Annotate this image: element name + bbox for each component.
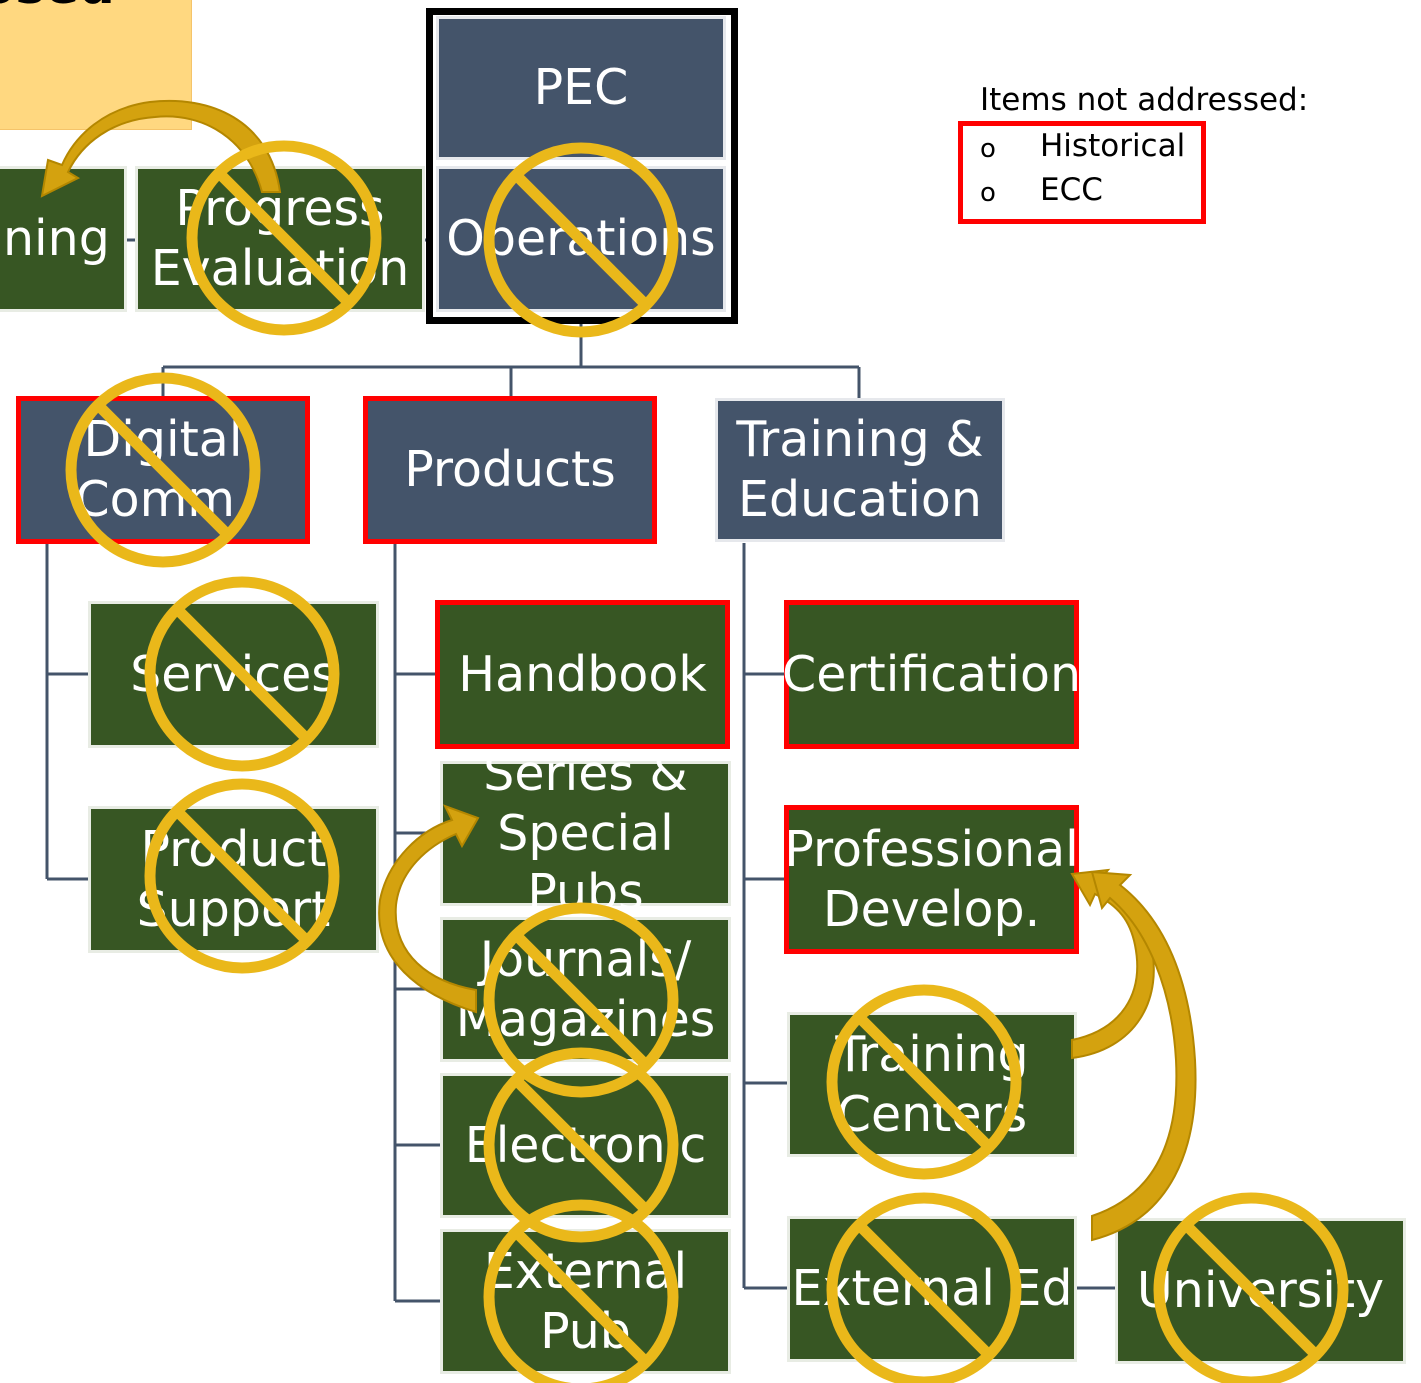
legend-item-ecc: ECC: [1040, 172, 1103, 208]
node-professional-develop[interactable]: Professional Develop.: [784, 805, 1079, 954]
node-handbook[interactable]: Handbook: [435, 600, 730, 749]
arrow-external-ed-to-professional: [1090, 870, 1197, 1242]
node-certification[interactable]: Certification: [782, 600, 1081, 749]
arrow-progress-to-planning: [40, 99, 282, 198]
node-services[interactable]: Services: [88, 601, 379, 748]
legend-item-historical: Historical: [1040, 128, 1186, 164]
proposed-banner-text: osed: [0, 0, 115, 15]
no-sign-university: [1159, 1198, 1343, 1382]
node-pec[interactable]: PEC: [436, 16, 726, 160]
no-sign-journals-magazines: [489, 908, 673, 1092]
node-university[interactable]: University: [1115, 1218, 1406, 1364]
node-products[interactable]: Products: [363, 396, 657, 544]
no-sign-progress-evaluation: [192, 146, 376, 330]
no-sign-external-ed: [832, 1198, 1016, 1382]
legend-box: [958, 121, 1206, 224]
no-sign-services: [150, 582, 334, 766]
no-sign-product-support: [150, 784, 334, 968]
no-sign-operations: [489, 148, 673, 332]
proposed-banner: osed: [0, 0, 192, 130]
legend-title: Items not addressed:: [980, 82, 1309, 118]
arrow-journals-to-series: [378, 804, 480, 1014]
legend-bullet-2: o: [980, 178, 996, 208]
legend-bullet-1: o: [980, 134, 996, 164]
no-sign-digital-comm: [71, 378, 255, 562]
node-training-education[interactable]: Training & Education: [715, 398, 1005, 542]
no-sign-training-centers: [832, 990, 1016, 1174]
